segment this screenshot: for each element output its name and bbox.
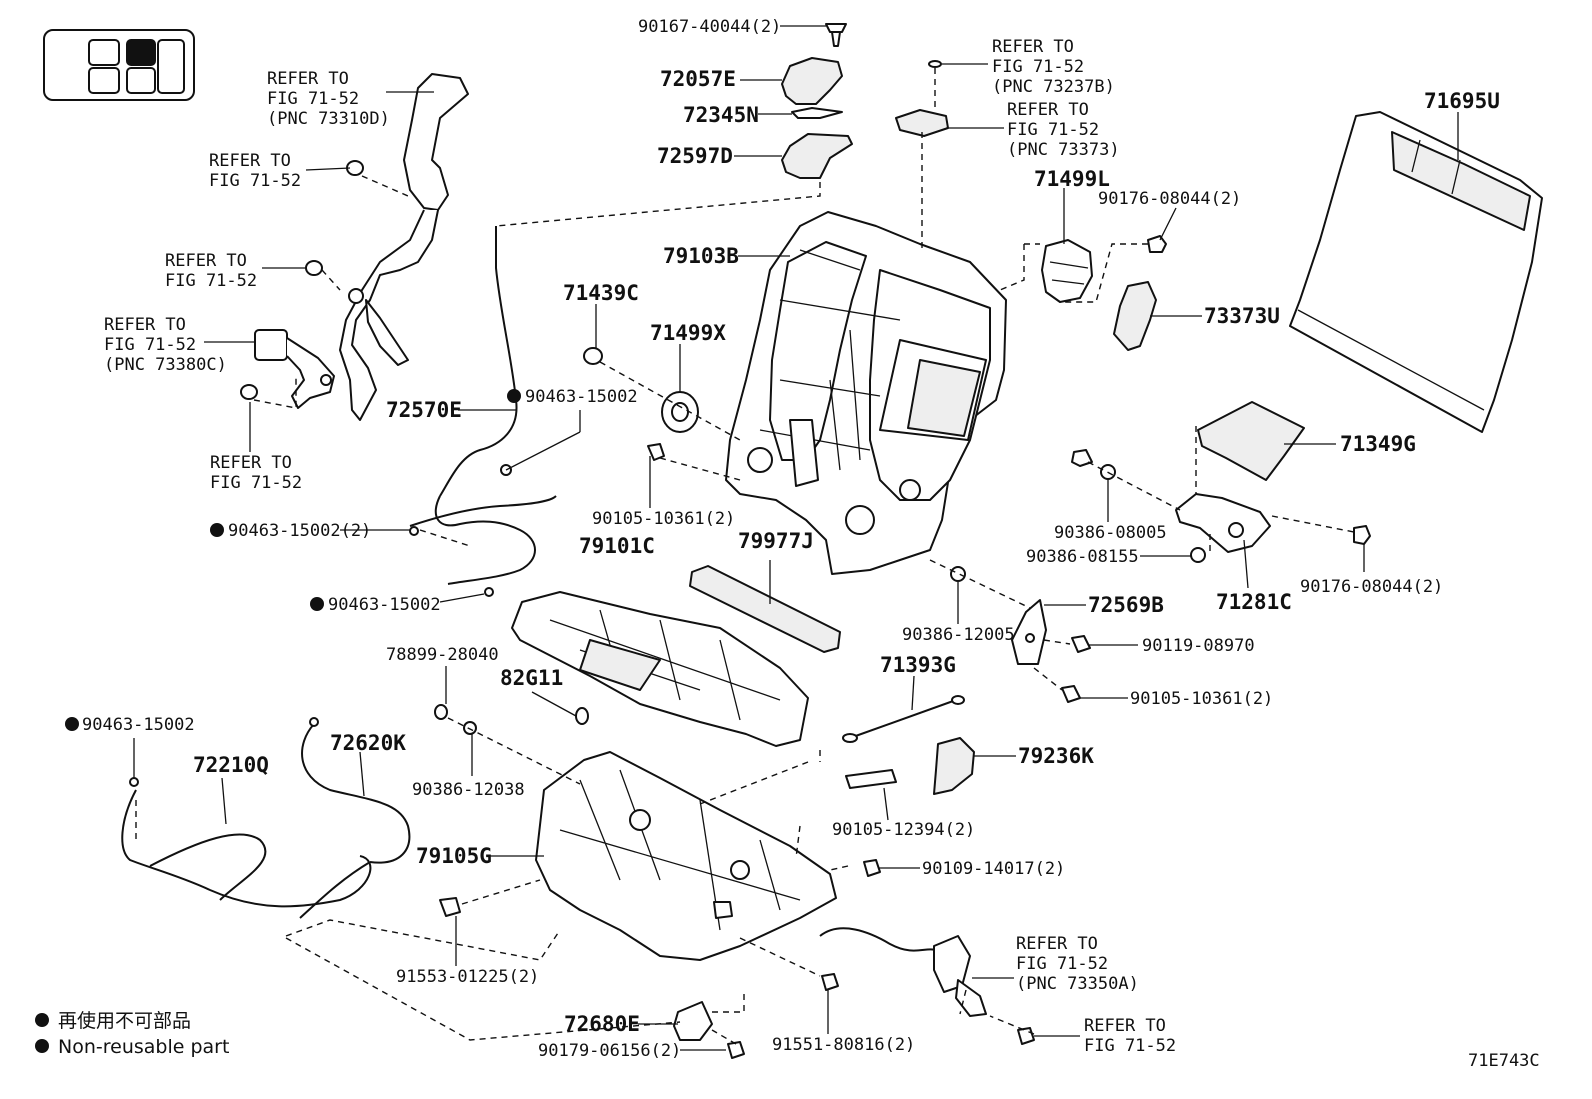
recliner-71499x: [661, 391, 699, 433]
part-label: 79977J: [738, 529, 814, 553]
recliner-71499l: [1041, 239, 1093, 303]
nut-icon: [950, 449, 1206, 582]
part-label: 91551-80816(2): [772, 1035, 915, 1055]
part-label: 90105-10361(2): [592, 509, 735, 529]
part-label: 72620K: [330, 731, 406, 755]
part-label: 78899-28040: [386, 645, 499, 665]
rod-71393g: [842, 695, 965, 743]
cover-72057e: [781, 57, 843, 105]
nut-71439c: [583, 347, 603, 365]
seat-cushion-frame: [511, 591, 809, 747]
refer-to-note: REFER TO FIG 71-52: [209, 151, 301, 191]
nut-icon: [434, 704, 477, 735]
bolt-icon: [1061, 635, 1091, 703]
bolt-icon: [647, 443, 665, 461]
part-label: 71281C: [1216, 590, 1292, 614]
part-label: 90176-08044(2): [1098, 189, 1241, 209]
seatback-board: [1289, 111, 1543, 433]
part-label: 90386-12038: [412, 780, 525, 800]
part-label: 79236K: [1018, 744, 1094, 768]
part-label: 90386-08155: [1026, 547, 1139, 567]
guide-lines: [135, 68, 1355, 1045]
part-label: 79101C: [579, 534, 655, 558]
cable-72620k: [299, 717, 411, 919]
part-label: 90119-08970: [1142, 636, 1255, 656]
release-cable-72570e: [409, 226, 557, 597]
seat-belt-buckle-left: [254, 329, 335, 409]
part-label: 90386-08005: [1054, 523, 1167, 543]
refer-to-note: REFER TO FIG 71-52 (PNC 73350A): [1016, 934, 1139, 994]
seat-adjuster-frame: [535, 751, 837, 961]
hinge-bracket: [1175, 493, 1271, 553]
part-label: 72210Q: [193, 753, 269, 777]
bolt-icon: [439, 769, 1035, 1059]
refer-to-note: REFER TO FIG 71-52: [210, 453, 302, 493]
bolt-icon: [1147, 235, 1371, 545]
seat-belt-retractor: [339, 73, 469, 421]
non-reusable-marker-icon: [35, 389, 521, 1053]
bolt-icon: [825, 23, 847, 47]
part-label: 90386-12005: [902, 625, 1015, 645]
cover-73373u: [1113, 281, 1157, 351]
seat-lock-bracket: [1011, 599, 1047, 665]
seat-locator-icon: [43, 29, 195, 101]
guide-pin-icon: [895, 60, 949, 137]
refer-to-note: REFER TO FIG 71-52 (PNC 73373): [1007, 100, 1120, 160]
seatback-frame: [725, 211, 1007, 575]
part-label: 79103B: [663, 244, 739, 268]
part-label: 90105-10361(2): [1130, 689, 1273, 709]
part-label: 72057E: [660, 67, 736, 91]
part-label: 90109-14017(2): [922, 859, 1065, 879]
part-label: 90105-12394(2): [832, 820, 975, 840]
refer-to-note: REFER TO FIG 71-52 (PNC 73310D): [267, 69, 390, 129]
refer-to-note: REFER TO FIG 71-52 (PNC 73237B): [992, 37, 1115, 97]
bracket-72680e: [673, 1001, 713, 1041]
leader-lines: [133, 25, 1459, 1051]
cover-72597d: [781, 133, 853, 179]
part-label: 90463-15002: [328, 595, 441, 615]
part-label: 91553-01225(2): [396, 967, 539, 987]
part-label: 72597D: [657, 144, 733, 168]
diagram-code: 71E743C: [1468, 1051, 1540, 1071]
part-label: 90179-06156(2): [538, 1041, 681, 1061]
nut-icon: [240, 160, 364, 400]
part-label: 72345N: [683, 103, 759, 127]
bracket-79236k: [933, 737, 975, 795]
part-label: 90176-08044(2): [1300, 577, 1443, 597]
hinge-cover: [1197, 401, 1305, 481]
part-label: 79105G: [416, 844, 492, 868]
part-label: 71393G: [880, 653, 956, 677]
refer-to-note: REFER TO FIG 71-52: [1084, 1016, 1176, 1056]
seat-pad: [689, 565, 841, 653]
part-label: 71499X: [650, 321, 726, 345]
part-label: 90463-15002: [525, 387, 638, 407]
part-label: 73373U: [1204, 304, 1280, 328]
ring-82g11: [575, 707, 589, 725]
part-label: 71439C: [563, 281, 639, 305]
part-label: 71499L: [1034, 167, 1110, 191]
part-label: 72680E: [564, 1012, 640, 1036]
part-label: 90167-40044(2): [638, 17, 781, 37]
part-label: 71695U: [1424, 89, 1500, 113]
legend-english: Non-reusable part: [58, 1036, 229, 1058]
part-label: 90463-15002(2): [228, 521, 371, 541]
legend-japanese: 再使用不可部品: [58, 1010, 191, 1032]
part-label: 72570E: [386, 398, 462, 422]
part-label: 71349G: [1340, 432, 1416, 456]
refer-to-note: REFER TO FIG 71-52: [165, 251, 257, 291]
cover-72345n: [791, 107, 843, 119]
seat-belt-buckle-right: [819, 927, 987, 1017]
refer-to-note: REFER TO FIG 71-52 (PNC 73380C): [104, 315, 227, 375]
part-label: 72569B: [1088, 593, 1164, 617]
part-label: 90463-15002: [82, 715, 195, 735]
part-label: 82G11: [500, 666, 563, 690]
